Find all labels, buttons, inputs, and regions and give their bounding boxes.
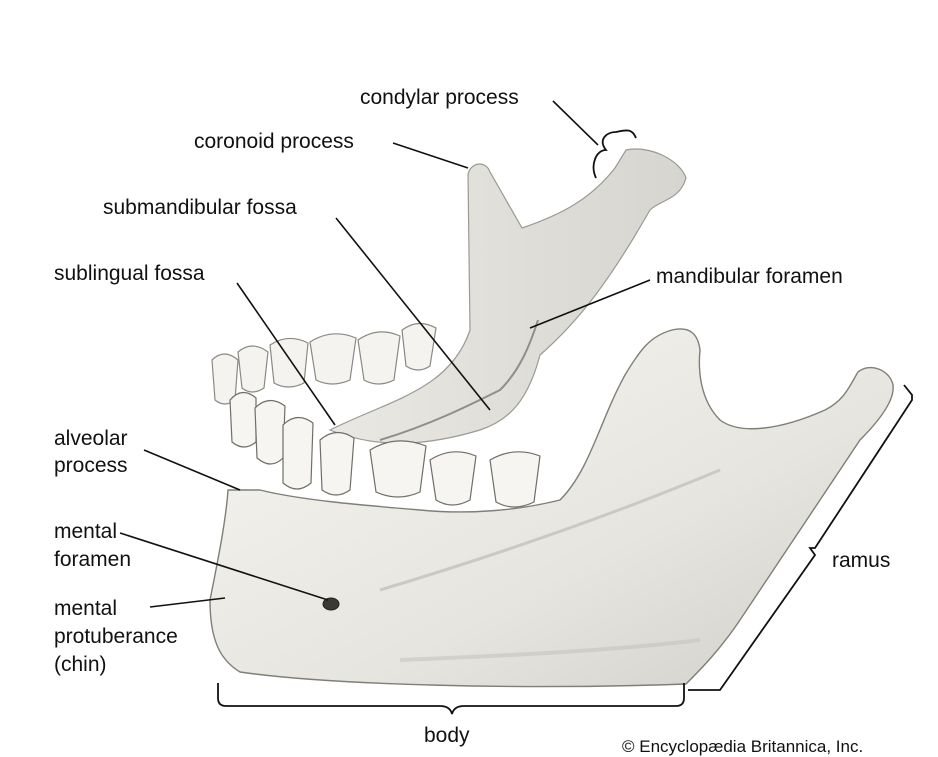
- near-teeth: [229, 391, 541, 508]
- label-body: body: [424, 724, 470, 747]
- leader-coronoid: [392, 142, 469, 169]
- label-coronoid-process: coronoid process: [194, 130, 354, 153]
- leader-condylar: [552, 100, 599, 146]
- lower-border-shade: [399, 638, 701, 662]
- label-alveolar-line1: alveolar: [54, 427, 128, 450]
- leader-submandibular: [335, 217, 491, 411]
- near-mandible: [209, 328, 894, 688]
- leader-mental-protuberance: [149, 597, 226, 608]
- label-sublingual-fossa: sublingual fossa: [54, 262, 205, 285]
- label-mental-protuberance-line1: mental: [54, 597, 118, 620]
- label-condylar-process: condylar process: [360, 86, 519, 109]
- body-bracket: [217, 683, 685, 715]
- leader-lines: [119, 100, 651, 608]
- copyright-credit: © Encyclopædia Britannica, Inc.: [622, 737, 864, 756]
- far-teeth: [211, 322, 437, 405]
- mylohyoid-ridge: [379, 319, 539, 441]
- condylar-bracket: [592, 129, 637, 179]
- leader-sublingual: [236, 282, 336, 426]
- label-ramus: ramus: [832, 549, 891, 572]
- leader-mandibular-foramen: [529, 279, 651, 329]
- leader-mental-foramen: [119, 532, 329, 601]
- far-ramus: [328, 148, 687, 444]
- label-mental-protuberance-line3: (chin): [54, 653, 107, 676]
- mental-foramen-hole: [322, 597, 340, 611]
- label-submandibular-fossa: submandibular fossa: [103, 196, 297, 219]
- label-mental-protuberance-line2: protuberance: [54, 625, 178, 648]
- label-mental-foramen-line1: mental: [54, 520, 118, 543]
- oblique-line: [379, 468, 721, 592]
- leader-alveolar: [143, 449, 241, 491]
- label-mental-foramen-line2: foramen: [54, 548, 132, 571]
- label-alveolar-line2: process: [54, 454, 128, 477]
- label-mandibular-foramen: mandibular foramen: [656, 265, 843, 288]
- ramus-bracket: [688, 384, 913, 691]
